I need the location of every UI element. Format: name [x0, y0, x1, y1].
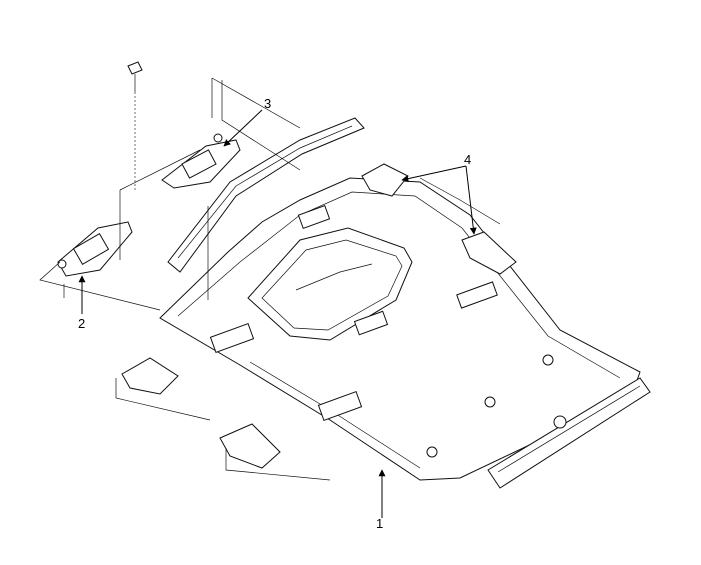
roof-headliner [159, 177, 651, 489]
projection-lines [39, 77, 501, 481]
assist-handle-right [461, 231, 517, 275]
assist-handle-lower [219, 423, 281, 469]
sun-visor-left [57, 221, 133, 298]
assist-handle-lower-left [121, 357, 179, 395]
callout-3: 3 [264, 96, 271, 111]
sun-visor-right [161, 133, 241, 189]
fastener-clip [127, 61, 143, 190]
assist-handle-upper [361, 163, 409, 197]
leader-4b [465, 165, 477, 235]
callout-1: 1 [376, 516, 383, 531]
leader-3 [223, 109, 263, 147]
front-header-trim [167, 117, 365, 273]
callout-2: 2 [78, 316, 85, 331]
leader-4a [401, 165, 467, 183]
callout-4: 4 [464, 152, 471, 167]
